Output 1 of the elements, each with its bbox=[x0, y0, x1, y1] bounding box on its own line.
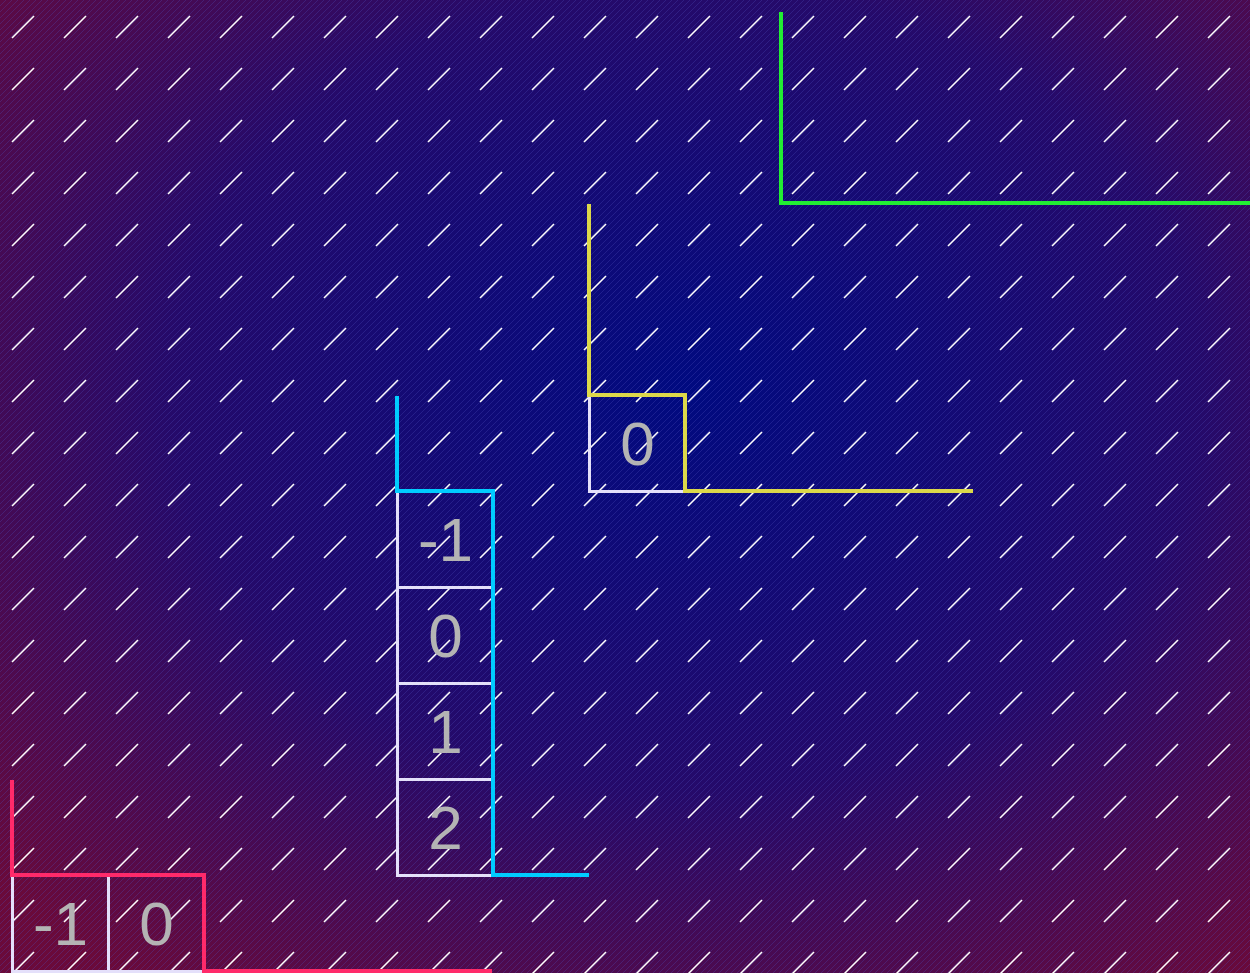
number-cell: -1 bbox=[11, 874, 110, 973]
